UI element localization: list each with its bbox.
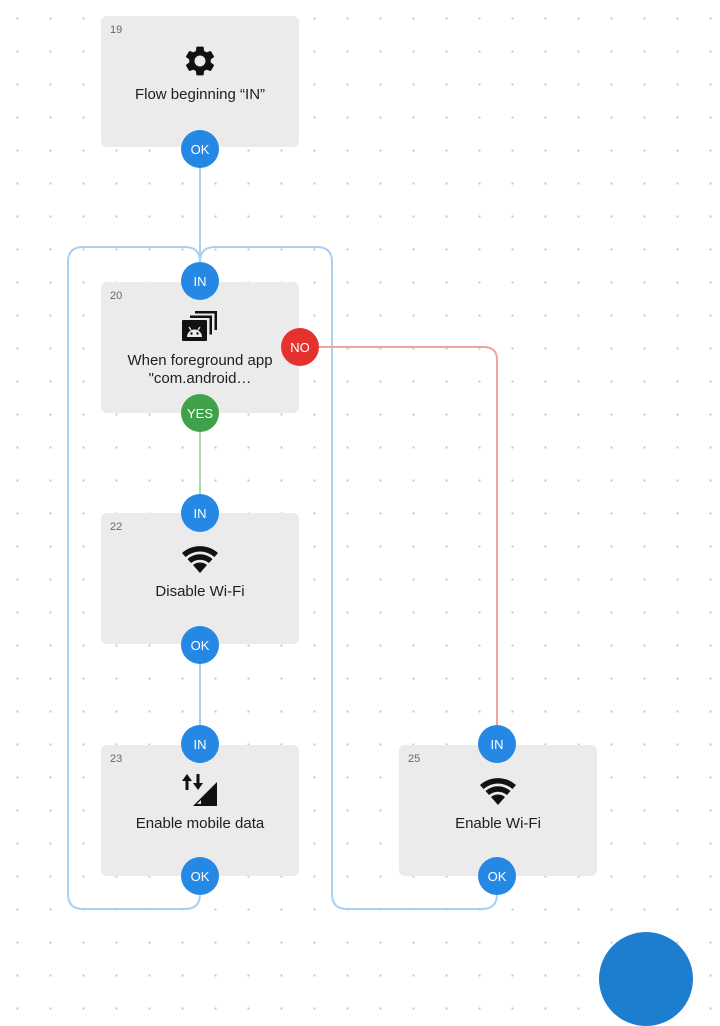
block-label: Enable Wi-Fi [455, 815, 541, 832]
gear-icon [101, 42, 299, 80]
block-20-no-port[interactable]: NO [281, 328, 319, 366]
wire-20-no-to-25 [318, 346, 498, 726]
flow-block-22[interactable]: 22 Disable Wi-Fi [101, 513, 299, 644]
flow-block-23[interactable]: 23 Enable mobile data [101, 745, 299, 876]
block-23-in-port[interactable]: IN [181, 725, 219, 763]
block-25-ok-port[interactable]: OK [478, 857, 516, 895]
block-label: Disable Wi-Fi [155, 583, 245, 600]
block-number: 23 [110, 753, 123, 765]
flow-block-19[interactable]: 19 Flow beginning “IN” [101, 16, 299, 147]
wifi-icon [399, 771, 597, 809]
block-25-in-port[interactable]: IN [478, 725, 516, 763]
block-20-in-port[interactable]: IN [181, 262, 219, 300]
wire-25-loop-to-20 [199, 246, 498, 910]
floating-action-button[interactable] [599, 932, 693, 1026]
block-number: 20 [110, 290, 123, 302]
flow-connections [67, 167, 498, 910]
block-label: Enable mobile data [135, 815, 265, 832]
flow-block-25[interactable]: 25 Enable Wi-Fi [399, 745, 597, 876]
foreground-app-icon [101, 308, 299, 346]
block-22-in-port[interactable]: IN [181, 494, 219, 532]
block-label: Flow beginning “IN” [134, 86, 266, 103]
block-22-ok-port[interactable]: OK [181, 626, 219, 664]
block-label: When foreground app "com.android… [127, 352, 273, 387]
block-number: 19 [110, 24, 123, 36]
wifi-icon [101, 539, 299, 577]
mobile-data-icon [101, 771, 299, 809]
wire-23-loop-to-20 [67, 246, 201, 910]
flow-block-20[interactable]: 20 When foreground app "com.android… [101, 282, 299, 413]
block-19-ok-port[interactable]: OK [181, 130, 219, 168]
block-number: 22 [110, 521, 123, 533]
block-20-yes-port[interactable]: YES [181, 394, 219, 432]
block-23-ok-port[interactable]: OK [181, 857, 219, 895]
block-number: 25 [408, 753, 421, 765]
